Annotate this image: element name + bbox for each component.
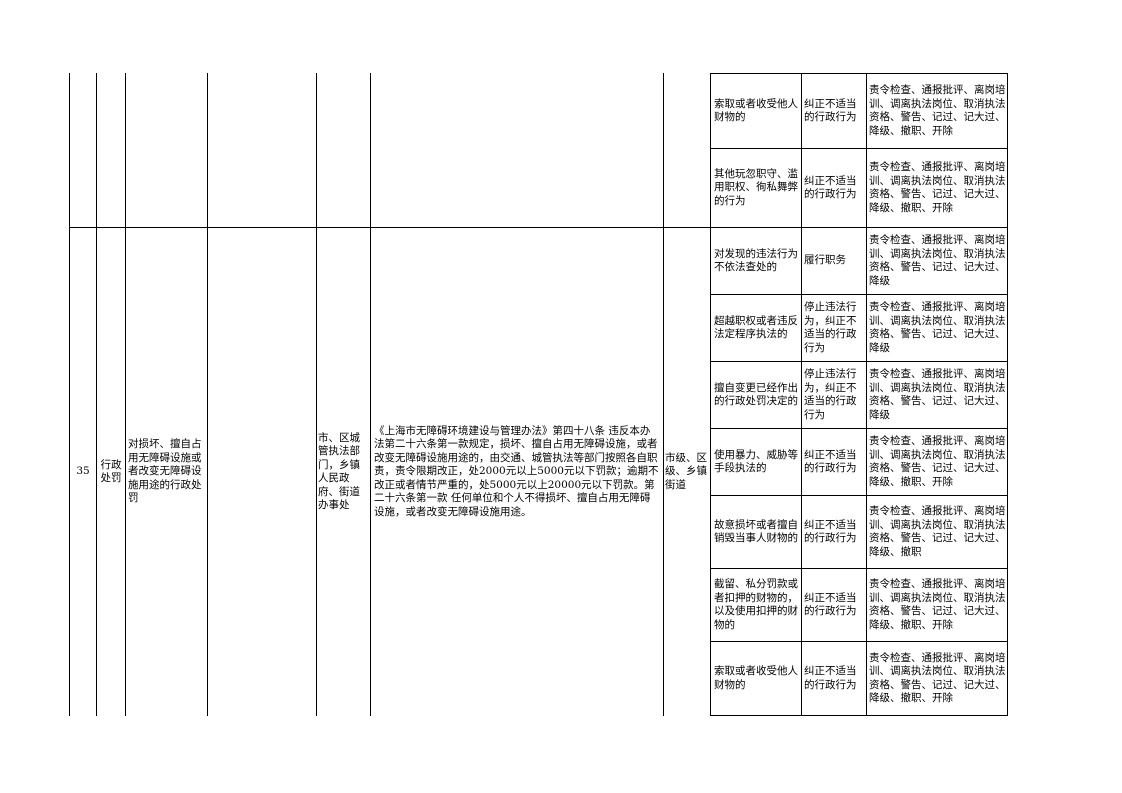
col-line-3 <box>125 73 126 716</box>
right-row-line-2 <box>710 227 1008 228</box>
item-basis: 《上海市无障碍环境建设与管理办法》第四十八条 违反本办法第二十六条第一款规定，损… <box>374 424 659 518</box>
col-line-6 <box>370 73 371 716</box>
handling-cell: 停止违法行为，纠正不适当的行政行为 <box>804 362 865 428</box>
handling-text: 停止违法行为，纠正不适当的行政行为 <box>804 368 857 421</box>
col-line-1 <box>69 73 70 716</box>
handling-cell: 纠正不适当的行政行为 <box>804 74 865 148</box>
penalty-cell: 责令检查、通报批评、离岗培训、调离执法岗位、取消执法资格、警告、记过、记大过、降… <box>869 228 1007 294</box>
handling-cell: 纠正不适当的行政行为 <box>804 149 865 227</box>
handling-cell: 纠正不适当的行政行为 <box>804 429 865 495</box>
handling-text: 纠正不适当的行政行为 <box>804 518 857 545</box>
penalty-text: 责令检查、通报批评、离岗培训、调离执法岗位、取消执法资格、警告、记过、记大过、降… <box>869 578 1006 631</box>
penalty-text: 责令检查、通报批评、离岗培训、调离执法岗位、取消执法资格、警告、记过、记大过、降… <box>869 368 1006 421</box>
liability-cell: 故意损坏或者擅自销毁当事人财物的 <box>714 496 800 568</box>
item-name: 对损坏、擅自占用无障碍设施或者改变无障碍设施用途的行政处罚 <box>128 438 202 505</box>
liability-text: 擅自变更已经作出的行政处罚决定的 <box>714 381 798 408</box>
penalty-text: 责令检查、通报批评、离岗培训、调离执法岗位、取消执法资格、警告、记过、记大过、降… <box>869 651 1006 705</box>
penalty-cell: 责令检查、通报批评、离岗培训、调离执法岗位、取消执法资格、警告、记过、记大过、降… <box>869 569 1007 641</box>
handling-text: 纠正不适当的行政行为 <box>804 665 857 691</box>
handling-text: 纠正不适当的行政行为 <box>804 174 857 201</box>
liability-cell: 其他玩忽职守、滥用职权、徇私舞弊的行为 <box>714 149 800 227</box>
right-row-line-5 <box>710 428 1008 429</box>
liability-text: 其他玩忽职守、滥用职权、徇私舞弊的行为 <box>714 167 798 207</box>
handling-cell: 履行职务 <box>804 228 865 294</box>
liability-text: 索取或者收受他人财物的 <box>714 665 798 691</box>
liability-cell: 使用暴力、威胁等手段执法的 <box>714 429 800 495</box>
right-row-line-6 <box>710 495 1008 496</box>
handling-text: 停止违法行为，纠正不适当的行政行为 <box>804 301 857 354</box>
col-line-7 <box>663 73 664 716</box>
handling-cell: 纠正不适当的行政行为 <box>804 642 865 715</box>
liability-text: 故意损坏或者擅自销毁当事人财物的 <box>714 518 798 545</box>
liability-cell: 擅自变更已经作出的行政处罚决定的 <box>714 362 800 428</box>
right-block <box>710 73 1008 716</box>
liability-cell: 索取或者收受他人财物的 <box>714 642 800 715</box>
right-col-line-2 <box>866 73 867 716</box>
penalty-text: 责令检查、通报批评、离岗培训、调离执法岗位、取消执法资格、警告、记过、记大过、降… <box>869 435 1006 488</box>
penalty-text: 责令检查、通报批评、离岗培训、调离执法岗位、取消执法资格、警告、记过、记大过、降… <box>869 301 1006 354</box>
penalty-cell: 责令检查、通报批评、离岗培训、调离执法岗位、取消执法资格、警告、记过、记大过、降… <box>869 642 1007 715</box>
penalty-cell: 责令检查、通报批评、离岗培训、调离执法岗位、取消执法资格、警告、记过、记大过、降… <box>869 295 1007 361</box>
item-subject: 市、区城管执法部门，乡镇人民政府、街道办事处 <box>318 431 360 512</box>
right-row-line-3 <box>710 294 1008 295</box>
item-level: 市级、区级、乡镇街道 <box>665 451 707 491</box>
liability-text: 超越职权或者违反法定程序执法的 <box>714 314 798 341</box>
liability-text: 索取或者收受他人财物的 <box>714 97 798 124</box>
handling-text: 纠正不适当的行政行为 <box>804 97 857 124</box>
handling-text: 纠正不适当的行政行为 <box>804 591 857 618</box>
penalty-cell: 责令检查、通报批评、离岗培训、调离执法岗位、取消执法资格、警告、记过、记大过、降… <box>869 74 1007 148</box>
liability-text: 使用暴力、威胁等手段执法的 <box>714 448 798 475</box>
penalty-cell: 责令检查、通报批评、离岗培训、调离执法岗位、取消执法资格、警告、记过、记大过、降… <box>869 496 1007 568</box>
col-line-2 <box>96 73 97 716</box>
liability-cell: 索取或者收受他人财物的 <box>714 74 800 148</box>
penalty-text: 责令检查、通报批评、离岗培训、调离执法岗位、取消执法资格、警告、记过、记大过、降… <box>869 505 1006 558</box>
penalty-cell: 责令检查、通报批评、离岗培训、调离执法岗位、取消执法资格、警告、记过、记大过、降… <box>869 362 1007 428</box>
item-number: 35 <box>76 465 90 478</box>
right-row-line-4 <box>710 361 1008 362</box>
col-line-5 <box>316 73 317 716</box>
liability-text: 截留、私分罚款或者扣押的财物的，以及使用扣押的财物的 <box>714 578 798 631</box>
penalty-cell: 责令检查、通报批评、离岗培训、调离执法岗位、取消执法资格、警告、记过、记大过、降… <box>869 149 1007 227</box>
right-row-line-1 <box>710 148 1008 149</box>
col-line-4 <box>207 73 208 716</box>
row-separator <box>69 227 710 228</box>
liability-text: 对发现的违法行为不依法查处的 <box>714 247 798 274</box>
handling-cell: 停止违法行为，纠正不适当的行政行为 <box>804 295 865 361</box>
liability-cell: 对发现的违法行为不依法查处的 <box>714 228 800 294</box>
handling-cell: 纠正不适当的行政行为 <box>804 569 865 641</box>
handling-cell: 纠正不适当的行政行为 <box>804 496 865 568</box>
liability-cell: 超越职权或者违反法定程序执法的 <box>714 295 800 361</box>
liability-cell: 截留、私分罚款或者扣押的财物的，以及使用扣押的财物的 <box>714 569 800 641</box>
handling-text: 履行职务 <box>804 254 846 267</box>
penalty-text: 责令检查、通报批评、离岗培训、调离执法岗位、取消执法资格、警告、记过、记大过、降… <box>869 84 1006 137</box>
right-row-line-7 <box>710 568 1008 569</box>
penalty-text: 责令检查、通报批评、离岗培训、调离执法岗位、取消执法资格、警告、记过、记大过、降… <box>869 161 1006 214</box>
handling-text: 纠正不适当的行政行为 <box>804 448 857 475</box>
penalty-cell: 责令检查、通报批评、离岗培训、调离执法岗位、取消执法资格、警告、记过、记大过、降… <box>869 429 1007 495</box>
penalty-text: 责令检查、通报批评、离岗培训、调离执法岗位、取消执法资格、警告、记过、记大过、降… <box>869 234 1006 287</box>
right-row-line-8 <box>710 641 1008 642</box>
right-col-line-1 <box>801 73 802 716</box>
item-category: 行政处罚 <box>100 458 122 485</box>
